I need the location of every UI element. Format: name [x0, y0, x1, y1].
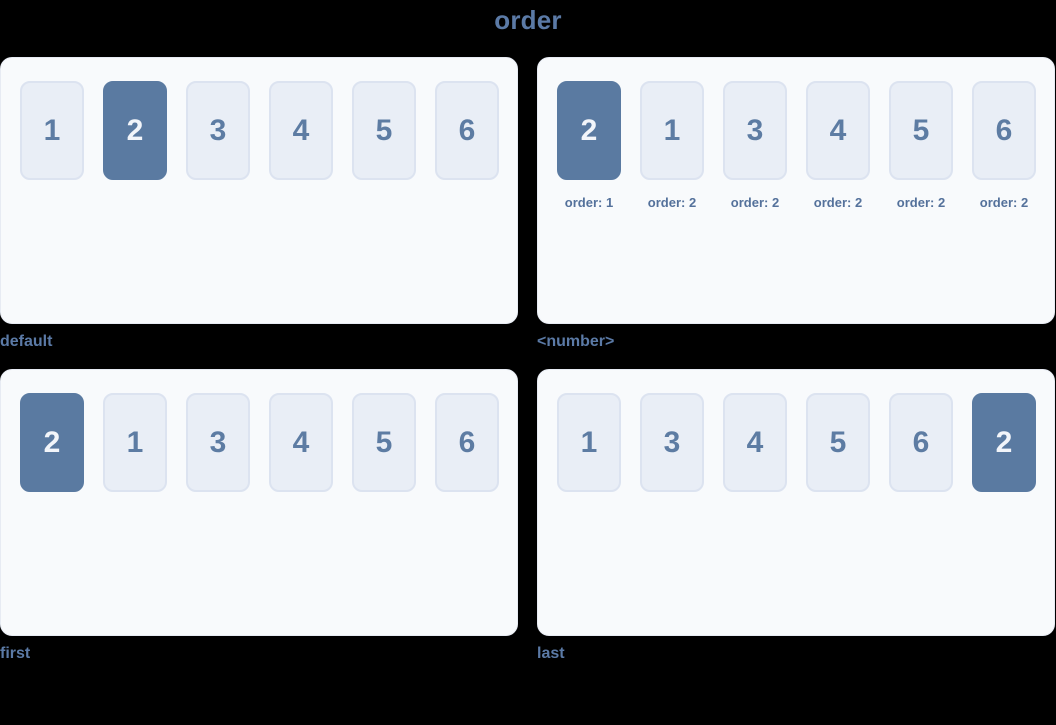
flex-item: 4: [269, 81, 333, 180]
flex-item: 1: [20, 81, 84, 180]
order-value-label: order: 1: [564, 195, 614, 210]
example-number: 2 order: 1 1 order: 2 3 order: 2 4 order: 2 5 ord…: [537, 57, 1055, 350]
flex-item-wrapper: 6: [435, 81, 499, 180]
panel-label-default: default: [0, 333, 53, 350]
flex-item-wrapper: 5 order: 2: [889, 81, 953, 210]
flex-item-wrapper: 4: [269, 393, 333, 492]
flex-item: 6: [889, 393, 953, 492]
panel-label-first: first: [0, 645, 31, 662]
flex-item: 3: [186, 393, 250, 492]
flex-item-wrapper: 1: [20, 81, 84, 180]
flex-item-wrapper: 6: [435, 393, 499, 492]
flex-item-wrapper: 6: [889, 393, 953, 492]
flex-item-wrapper: 2: [20, 393, 84, 492]
flex-item-wrapper: 4: [269, 81, 333, 180]
flex-item: 3: [723, 81, 787, 180]
flex-item-wrapper: 2 order: 1: [557, 81, 621, 210]
flex-item: 1: [557, 393, 621, 492]
flex-item-wrapper: 4: [723, 393, 787, 492]
order-value-label: order: 2: [813, 195, 863, 210]
flex-item-highlighted: 2: [20, 393, 84, 492]
flex-item-wrapper: 5: [806, 393, 870, 492]
flex-item-wrapper: 3: [640, 393, 704, 492]
flex-item-wrapper: 2: [972, 393, 1036, 492]
panel-number: 2 order: 1 1 order: 2 3 order: 2 4 order: 2 5 ord…: [537, 57, 1055, 324]
flex-item-highlighted: 2: [557, 81, 621, 180]
flex-item: 5: [352, 81, 416, 180]
flex-item: 6: [435, 393, 499, 492]
page-title: order: [494, 5, 562, 35]
order-value-label: order: 2: [647, 195, 697, 210]
flex-row-number: 2 order: 1 1 order: 2 3 order: 2 4 order: 2 5 ord…: [557, 81, 1054, 210]
flex-item-wrapper: 5: [352, 81, 416, 180]
flex-item-wrapper: 1 order: 2: [640, 81, 704, 210]
flex-item: 5: [806, 393, 870, 492]
flex-item-wrapper: 6 order: 2: [972, 81, 1036, 210]
flex-item: 4: [806, 81, 870, 180]
flex-item: 1: [640, 81, 704, 180]
flex-item: 6: [435, 81, 499, 180]
flex-item-wrapper: 3: [186, 81, 250, 180]
flex-item-wrapper: 2: [103, 81, 167, 180]
flex-item-highlighted: 2: [103, 81, 167, 180]
flex-item-wrapper: 5: [352, 393, 416, 492]
order-value-label: order: 2: [730, 195, 780, 210]
panel-label-last: last: [537, 645, 565, 662]
flex-item-wrapper: 3: [186, 393, 250, 492]
flex-item: 5: [889, 81, 953, 180]
flex-item: 3: [186, 81, 250, 180]
order-value-label: order: 2: [979, 195, 1029, 210]
flex-item: 4: [269, 393, 333, 492]
flex-item-wrapper: 1: [557, 393, 621, 492]
flex-item-wrapper: 3 order: 2: [723, 81, 787, 210]
flex-item: 3: [640, 393, 704, 492]
panel-label-number: <number>: [537, 333, 615, 350]
order-value-label: order: 2: [896, 195, 946, 210]
flex-item-wrapper: 1: [103, 393, 167, 492]
flex-item: 1: [103, 393, 167, 492]
flex-item: 6: [972, 81, 1036, 180]
flex-item: 4: [723, 393, 787, 492]
flex-item: 5: [352, 393, 416, 492]
flex-item-highlighted: 2: [972, 393, 1036, 492]
flex-item-wrapper: 4 order: 2: [806, 81, 870, 210]
